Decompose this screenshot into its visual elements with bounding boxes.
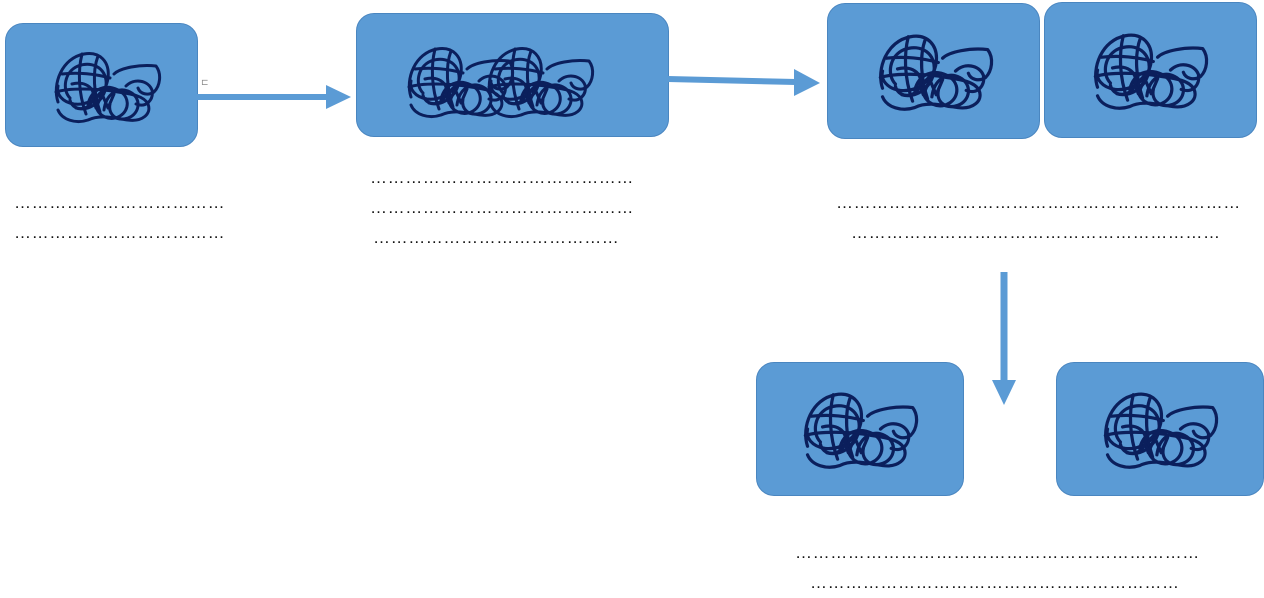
scribble-icon <box>407 47 515 119</box>
stage4-line-2: ……………………………………………………… <box>810 573 1180 592</box>
stage2-line-1: ……………………………………… <box>370 168 634 187</box>
stage1-mark: ⊏ <box>201 78 209 88</box>
scribble-icon <box>878 34 994 111</box>
scribble-icon <box>1093 33 1209 110</box>
stage2-line-3: …………………………………… <box>373 228 620 247</box>
stage4-box-left <box>756 362 964 496</box>
stage1-line-1: ……………………………… <box>14 193 226 212</box>
stage3-line-1: …………………………………………………………… <box>836 193 1241 212</box>
stage2-text: ……………………………………… ……………………………………… ……………………… <box>370 163 634 253</box>
stage4-text: …………………………………………………………… …………………………………………… <box>795 538 1200 598</box>
stage3-box-right <box>1044 2 1257 138</box>
scribble-icon <box>54 52 162 124</box>
stage1-box <box>5 23 198 147</box>
stage3-line-2: ……………………………………………………… <box>851 223 1221 242</box>
arrow-right-1 <box>196 85 351 109</box>
stage4-line-1: …………………………………………………………… <box>795 543 1200 562</box>
scribble-icon <box>1103 392 1219 469</box>
stage4-box-right <box>1056 362 1264 496</box>
arrow-down <box>992 272 1016 405</box>
stage3-box-left <box>827 3 1040 139</box>
stage2-line-2: ……………………………………… <box>370 198 634 217</box>
stage3-text: …………………………………………………………… …………………………………………… <box>836 188 1241 248</box>
stage2-box <box>356 13 669 137</box>
arrow-right-2 <box>668 69 820 96</box>
stage1-text: ……………………………… ……………………………… <box>14 188 225 248</box>
scribble-icon <box>803 392 919 469</box>
scribble-icon <box>487 47 595 119</box>
stage1-line-2: ……………………………… <box>14 223 226 242</box>
